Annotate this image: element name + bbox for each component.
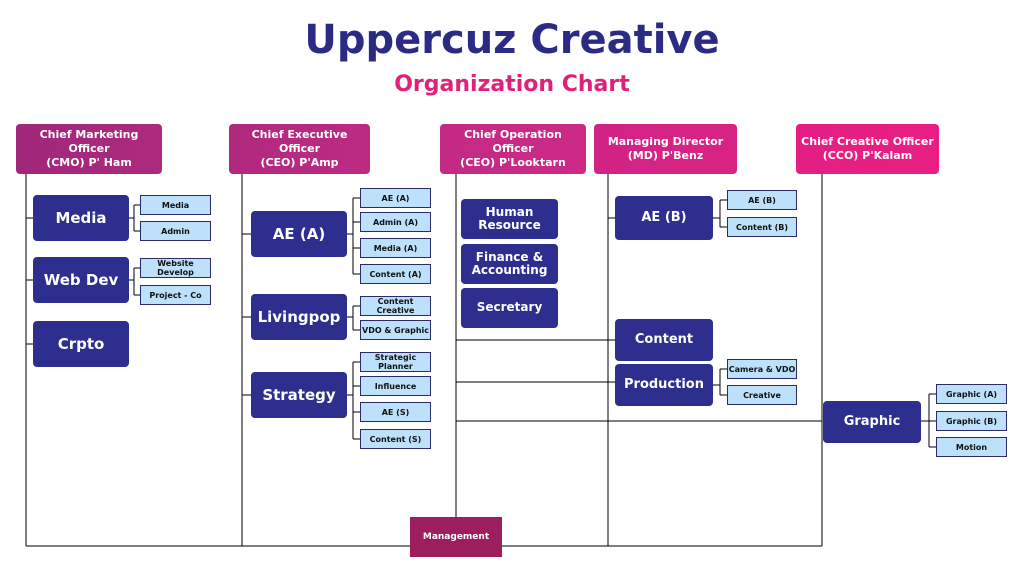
dept-production: Production <box>615 364 713 406</box>
sub-website-develop: Website Develop <box>140 258 211 278</box>
exec-name: (CEO) P'Looktarn <box>460 156 566 170</box>
sub-admin-a: Admin (A) <box>360 212 431 232</box>
sub-motion: Motion <box>936 437 1007 457</box>
exec-title: Chief Creative Officer <box>801 134 934 148</box>
dept-human-resource: Human Resource <box>461 199 558 239</box>
sub-ae-a: AE (A) <box>360 188 431 208</box>
dept-content: Content <box>615 319 713 361</box>
dept-finance-accounting: Finance & Accounting <box>461 244 558 284</box>
dept-ae-a: AE (A) <box>251 211 347 257</box>
exec-name: (CMO) P' Ham <box>46 156 132 170</box>
sub-content-b: Content (B) <box>727 217 797 237</box>
sub-ae-b: AE (B) <box>727 190 797 210</box>
dept-crpto: Crpto <box>33 321 129 367</box>
exec-md: Managing Director (MD) P'Benz <box>594 124 737 174</box>
chart-subtitle: Organization Chart <box>394 72 630 97</box>
dept-secretary: Secretary <box>461 288 558 328</box>
exec-title: Chief Operation Officer <box>464 127 562 155</box>
dept-livingpop: Livingpop <box>251 294 347 340</box>
sub-influence: Influence <box>360 376 431 396</box>
management-box: Management <box>410 517 502 557</box>
sub-content-creative: Content Creative <box>360 296 431 316</box>
dept-strategy: Strategy <box>251 372 347 418</box>
chart-title: Uppercuz Creative <box>304 17 720 63</box>
sub-strategic-planner: Strategic Planner <box>360 352 431 372</box>
sub-admin: Admin <box>140 221 211 241</box>
sub-content-a: Content (A) <box>360 264 431 284</box>
exec-name: (MD) P'Benz <box>627 149 704 162</box>
sub-creative: Creative <box>727 385 797 405</box>
dept-ae-b: AE (B) <box>615 196 713 240</box>
sub-ae-s: AE (S) <box>360 402 431 422</box>
exec-cmo: Chief Marketing Officer (CMO) P' Ham <box>16 124 162 174</box>
exec-ceo: Chief Executive Officer (CEO) P'Amp <box>229 124 370 174</box>
exec-name: (CEO) P'Amp <box>260 156 339 170</box>
sub-graphic-b: Graphic (B) <box>936 411 1007 431</box>
exec-name: (CCO) P'Kalam <box>822 149 913 162</box>
exec-title: Chief Executive Officer <box>251 127 348 155</box>
exec-coo: Chief Operation Officer (CEO) P'Looktarn <box>440 124 586 174</box>
exec-title: Managing Director <box>607 134 724 148</box>
exec-cco: Chief Creative Officer (CCO) P'Kalam <box>796 124 939 174</box>
exec-title: Chief Marketing Officer <box>39 127 139 155</box>
dept-web-dev: Web Dev <box>33 257 129 303</box>
sub-media: Media <box>140 195 211 215</box>
sub-project-co: Project - Co <box>140 285 211 305</box>
sub-content-s: Content (S) <box>360 429 431 449</box>
sub-graphic-a: Graphic (A) <box>936 384 1007 404</box>
dept-media: Media <box>33 195 129 241</box>
sub-camera-vdo: Camera & VDO <box>727 359 797 379</box>
sub-media-a: Media (A) <box>360 238 431 258</box>
dept-graphic: Graphic <box>823 401 921 443</box>
sub-vdo-graphic: VDO & Graphic <box>360 320 431 340</box>
